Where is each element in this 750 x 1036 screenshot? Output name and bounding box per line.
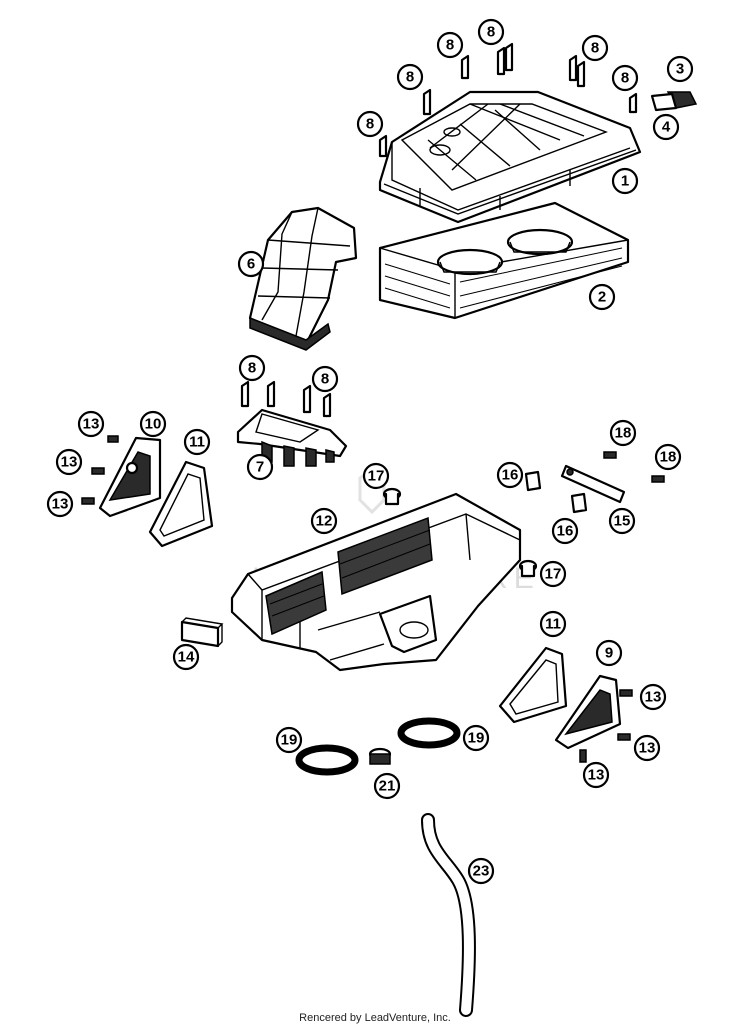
callout-label: 2	[598, 289, 606, 306]
callout-label: 8	[591, 40, 599, 57]
grommet-17a	[382, 487, 402, 506]
callout-label: 18	[660, 449, 677, 466]
callout: 8	[611, 64, 639, 92]
callout: 13	[639, 683, 667, 711]
callout: 18	[609, 419, 637, 447]
screw-set-13	[81, 435, 633, 763]
callout-label: 16	[502, 467, 519, 484]
callout: 13	[46, 490, 74, 518]
callout-label: 15	[614, 513, 631, 530]
callout: 13	[55, 448, 83, 476]
airbox-lid	[378, 90, 642, 224]
callout: 8	[238, 354, 266, 382]
callout: 7	[246, 453, 274, 481]
callout: 23	[467, 857, 495, 885]
callout: 1	[611, 167, 639, 195]
seal-ring-19a	[295, 744, 359, 776]
callout-label: 23	[473, 863, 490, 880]
callout-label: 8	[248, 360, 256, 377]
callout: 13	[77, 410, 105, 438]
callout-label: 4	[662, 119, 671, 136]
callout: 2	[588, 283, 616, 311]
drain-hose-23	[421, 813, 476, 1017]
callout-label: 3	[676, 61, 684, 78]
callout: 15	[608, 507, 636, 535]
callout-label: 13	[588, 767, 605, 784]
callout-label: 14	[178, 649, 195, 666]
callout-label: 13	[645, 689, 662, 706]
callout-label: 13	[61, 454, 78, 471]
callout-label: 19	[281, 732, 298, 749]
callout: 14	[172, 643, 200, 671]
foam-strip-14	[180, 617, 224, 648]
callout: 17	[539, 560, 567, 588]
callout: 8	[436, 31, 464, 59]
callout-label: 8	[487, 24, 495, 41]
callout-label: 11	[545, 616, 561, 633]
callout-label: 13	[52, 496, 69, 513]
callout: 18	[654, 443, 682, 471]
retaining-strap-15	[560, 464, 626, 504]
callout: 13	[633, 734, 661, 762]
callout-label: 6	[247, 256, 255, 273]
mounting-bracket-10	[98, 436, 162, 518]
callout-label: 13	[83, 416, 100, 433]
callout-label: 9	[605, 645, 613, 662]
callout-label: 1	[621, 173, 629, 190]
gasket-4	[650, 92, 678, 112]
callout: 9	[595, 639, 623, 667]
callout-label: 8	[621, 70, 629, 87]
callout: 3	[666, 55, 694, 83]
callout-label: 11	[189, 434, 205, 451]
callout-group: 8 8 8 8 8 8 3 4 1 6 2 8 8 7 13 10 11 13 …	[46, 18, 694, 885]
grommet-21	[368, 747, 392, 765]
callout-label: 17	[368, 468, 385, 485]
callout-label: 17	[545, 566, 562, 583]
callout-label: 7	[256, 459, 264, 476]
callout-label: 19	[468, 730, 485, 747]
screw-set-18	[603, 451, 665, 483]
callout-label: 13	[639, 740, 656, 757]
callout: 8	[311, 365, 339, 393]
callout: 21	[373, 772, 401, 800]
callout: 8	[396, 63, 424, 91]
callout: 10	[139, 410, 167, 438]
clip-16a	[524, 470, 542, 492]
airbox-housing	[230, 492, 522, 672]
bracket-gasket-11a	[148, 460, 214, 548]
callout: 4	[652, 113, 680, 141]
callout-label: 10	[145, 416, 162, 433]
mounting-bracket-9	[554, 674, 622, 750]
callout-label: 8	[406, 69, 414, 86]
callout: 19	[275, 726, 303, 754]
callout: 8	[356, 110, 384, 138]
callout: 16	[496, 461, 524, 489]
callout: 8	[477, 18, 505, 46]
clip-16b	[570, 492, 588, 514]
air-filter	[378, 201, 630, 320]
callout-label: 18	[615, 425, 632, 442]
callout: 11	[539, 610, 567, 638]
callout: 17	[362, 462, 390, 490]
callout: 13	[582, 761, 610, 789]
callout-label: 16	[557, 523, 574, 540]
callout: 19	[462, 724, 490, 752]
callout: 11	[183, 428, 211, 456]
grommet-17b	[518, 559, 538, 578]
bracket-gasket-11b	[498, 646, 568, 724]
intake-duct	[248, 206, 358, 351]
seal-ring-19b	[397, 717, 461, 749]
callout: 16	[551, 517, 579, 545]
callout-label: 8	[321, 371, 329, 388]
callout: 6	[237, 250, 265, 278]
screw-set-8	[240, 42, 638, 418]
callout: 12	[310, 507, 338, 535]
callout: 8	[581, 34, 609, 62]
callout-label: 8	[366, 116, 374, 133]
footer-credit: Rencered by LeadVenture, Inc.	[299, 1012, 451, 1024]
callout-label: 21	[379, 778, 396, 795]
callout-label: 12	[316, 513, 333, 530]
callout-label: 8	[446, 37, 454, 54]
